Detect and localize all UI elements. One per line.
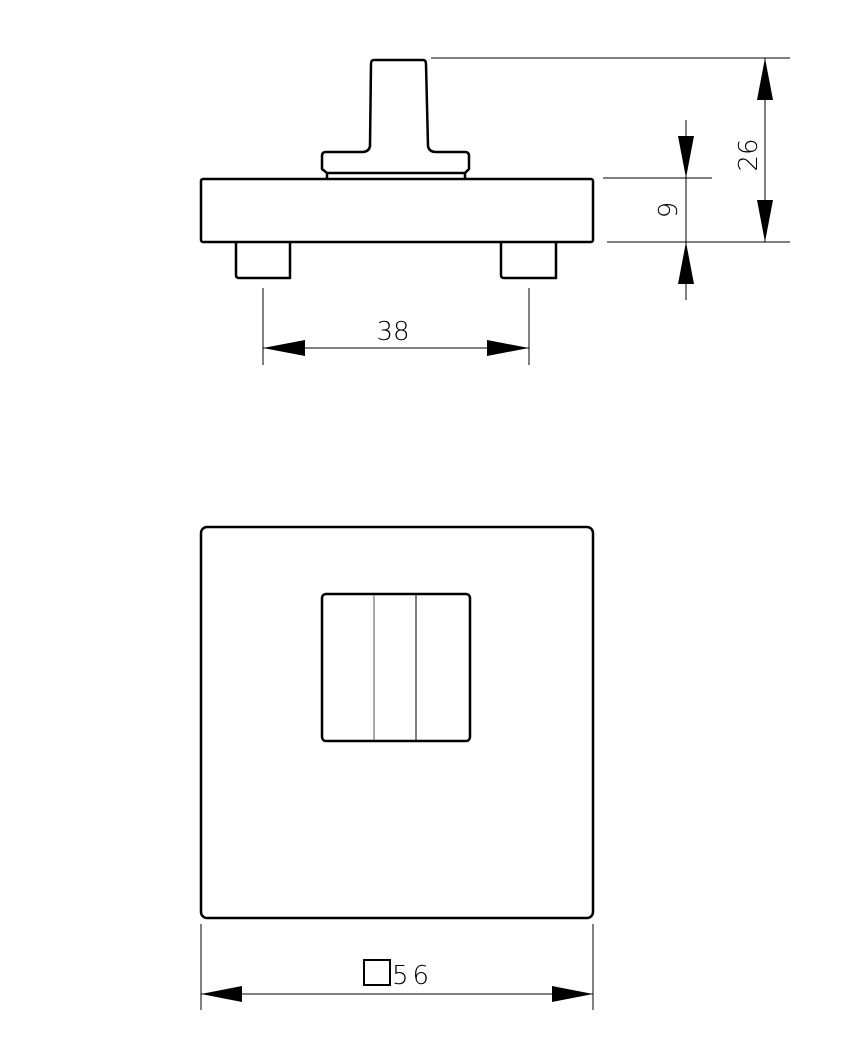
arrowhead (487, 340, 529, 356)
dimension-label: 38 (376, 317, 409, 347)
base-plate (199, 177, 595, 244)
square-symbol-icon (363, 959, 391, 986)
foot-right (499, 242, 558, 280)
arrowhead (678, 136, 694, 178)
arrowhead (201, 986, 242, 1002)
base-plate-outline (199, 525, 595, 920)
foot-left (234, 242, 292, 280)
arrowhead (757, 200, 773, 242)
arrowhead (678, 242, 694, 284)
dimension-label: 9 (654, 202, 684, 219)
dimension-width: 56 □ (200, 924, 594, 1010)
dimension-total-height: 26 (431, 57, 790, 242)
dimension-label: 26 (734, 138, 764, 171)
side-view: 38 9 26 (199, 57, 790, 365)
stem (320, 58, 471, 175)
stem-flange-outline (320, 592, 472, 743)
arrowhead (757, 58, 773, 100)
arrowhead (552, 986, 593, 1002)
top-view: 56 □ (199, 525, 595, 1010)
arrowhead (263, 340, 305, 356)
dimension-label: 56 (392, 961, 433, 991)
dimension-base-thickness: 9 (603, 120, 790, 300)
dimension-foot-spacing: 38 (262, 288, 530, 365)
